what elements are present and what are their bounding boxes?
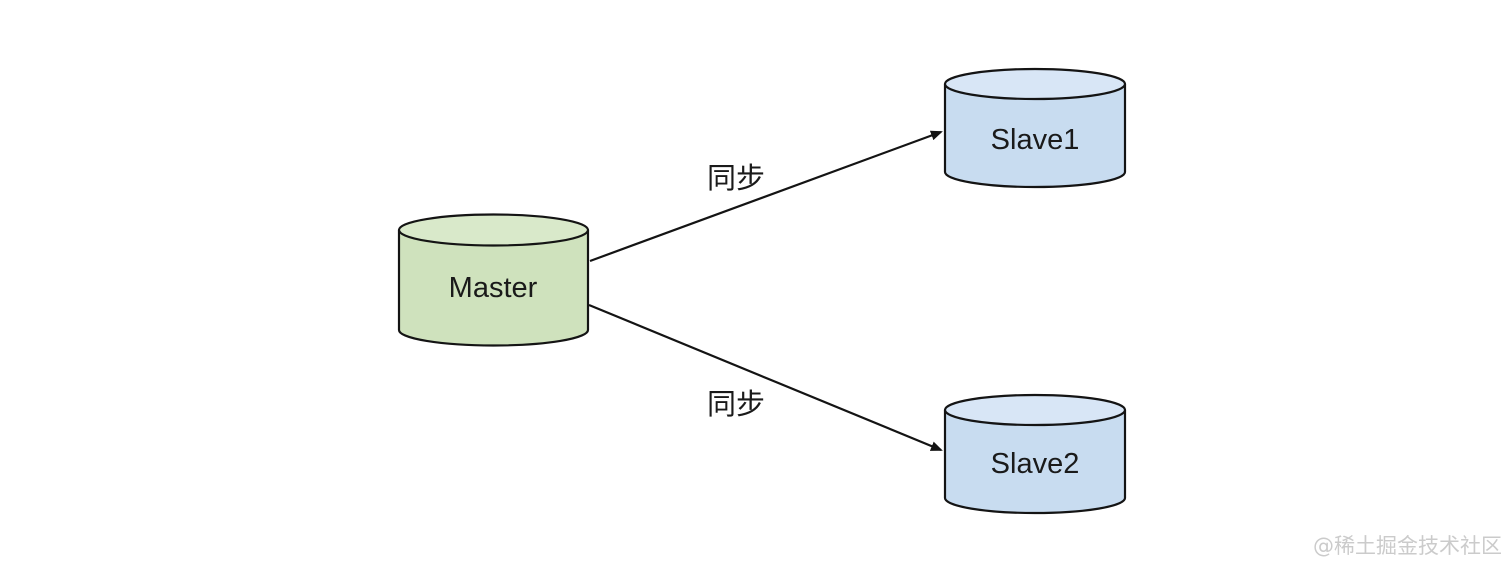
master-label: Master	[449, 272, 538, 304]
slave1-node: Slave1	[943, 67, 1127, 189]
watermark: @稀土掘金技术社区	[1313, 534, 1502, 558]
database-cylinder-body	[943, 408, 1127, 515]
sync-label-top: 同步	[707, 161, 765, 195]
database-cylinder-body	[943, 82, 1127, 189]
database-cylinder-top	[397, 213, 590, 247]
database-cylinder-top	[943, 67, 1127, 101]
sync-arrow-master-to-slave2: 同步	[588, 303, 943, 452]
sync-arrow-master-to-slave1: 同步	[589, 130, 943, 263]
database-cylinder-top	[943, 393, 1127, 427]
slave1-label: Slave1	[991, 124, 1080, 156]
master-node: Master	[397, 213, 590, 347]
arrow-line	[588, 303, 943, 452]
database-cylinder-body	[397, 228, 590, 347]
slave2-node: Slave2	[943, 393, 1127, 515]
sync-label-bottom: 同步	[707, 387, 765, 421]
arrow-line	[589, 130, 943, 263]
slave2-label: Slave2	[991, 448, 1080, 480]
